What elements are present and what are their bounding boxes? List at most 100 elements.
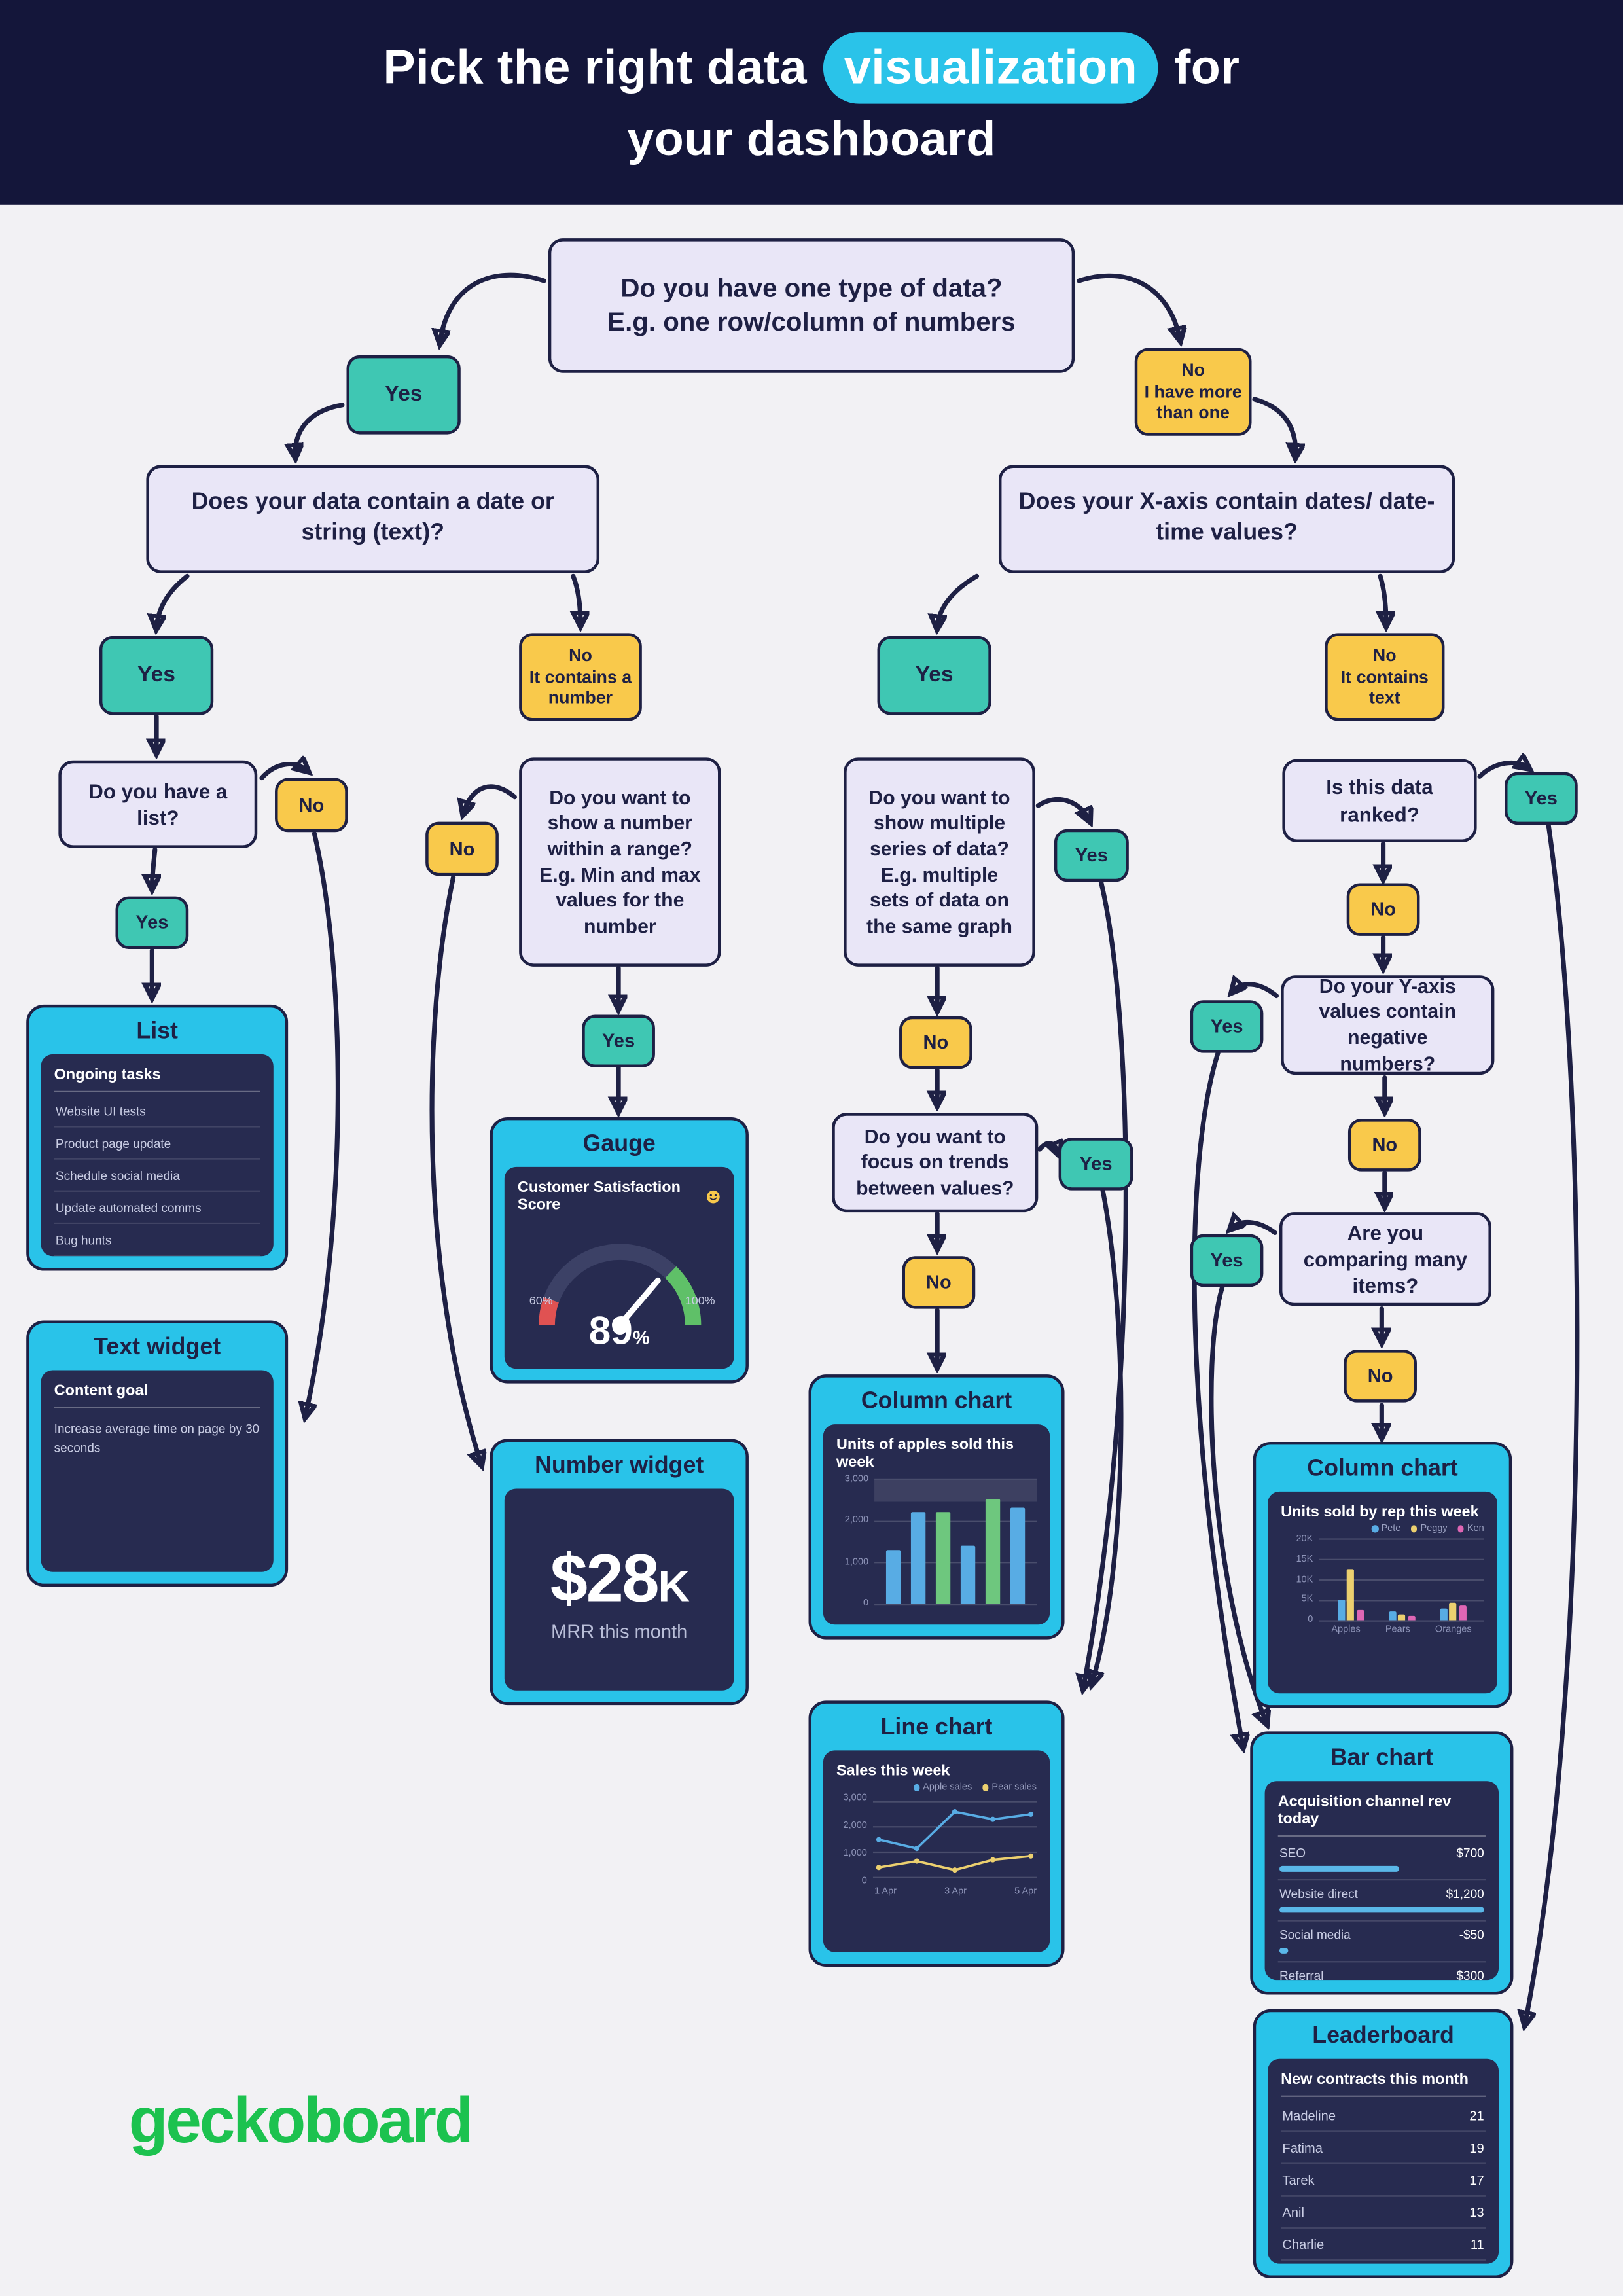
column-chart-2-title: Column chart (1307, 1456, 1458, 1482)
answer-yes-xaxis-dates-label: Yes (915, 662, 954, 688)
title-pre: Pick the right data (383, 39, 821, 94)
gauge-widget: Gauge Customer Satisfaction Score (490, 1117, 749, 1384)
number-widget: Number widget $28K MRR this month (490, 1439, 749, 1706)
answer-no-trends: No (902, 1256, 976, 1309)
gauge-value: 89% (518, 1309, 721, 1354)
question-comparing-items: Are you comparing many items? (1279, 1212, 1491, 1306)
title-post: for (1160, 39, 1240, 94)
question-xaxis-dates-label: Does your X-axis contain dates/ date-tim… (1018, 490, 1435, 546)
column-chart-1-heading: Units of apples sold this week (836, 1436, 1014, 1471)
number-value: $28 (550, 1539, 660, 1615)
header-banner: Pick the right data visualization for yo… (0, 0, 1623, 205)
gauge-max-label: 100% (685, 1294, 715, 1308)
column-chart-widget-2: Column chart Units sold by rep this week… (1253, 1441, 1512, 1708)
question-one-type-of-data: Do you have one type of data? E.g. one r… (548, 238, 1075, 373)
answer-yes-list: Yes (115, 896, 189, 950)
answer-no-multiple-series-label: No (923, 1031, 949, 1054)
answer-no-trends-label: No (926, 1270, 952, 1293)
answer-yes-trends-label: Yes (1079, 1153, 1113, 1175)
list-widget-title: List (136, 1019, 178, 1045)
question-one-type-of-data-label: Do you have one type of data? E.g. one r… (607, 272, 1016, 336)
answer-yes-negative-label: Yes (1210, 1015, 1243, 1037)
line-chart-title: Line chart (880, 1715, 993, 1740)
bar-chart-widget: Bar chart Acquisition channel rev today … (1250, 1731, 1514, 1995)
gauge-widget-panel: Customer Satisfaction Score 60% 100 (504, 1166, 734, 1369)
text-widget-heading: Content goal (54, 1382, 260, 1408)
gauge-arc (538, 1244, 701, 1333)
answer-no-negative-label: No (1372, 1133, 1398, 1156)
answer-yes-date-string-label: Yes (137, 662, 175, 688)
answer-yes-xaxis-dates: Yes (877, 636, 991, 715)
answer-no-list-label: No (298, 793, 325, 816)
question-multiple-series-label: Do you want to show multiple series of d… (866, 786, 1012, 937)
number-widget-content: $28K MRR this month (518, 1500, 721, 1679)
title-highlight: visualization (823, 32, 1158, 104)
answer-yes-multiple-series-label: Yes (1075, 844, 1108, 867)
gauge-value-unit: % (632, 1326, 650, 1348)
answer-yes-range: Yes (582, 1014, 655, 1067)
number-widget-label: MRR this month (551, 1619, 688, 1641)
answer-yes-range-label: Yes (602, 1030, 635, 1052)
page-title-line1: Pick the right data visualization for (383, 32, 1240, 104)
gauge-widget-title: Gauge (582, 1132, 656, 1157)
gauge-heading-text: Customer Satisfaction Score (517, 1178, 681, 1214)
question-focus-trends: Do you want to focus on trends between v… (832, 1113, 1039, 1213)
answer-no-range-label: No (449, 837, 475, 860)
question-comparing-items-label: Are you comparing many items? (1303, 1220, 1468, 1297)
gauge-dial: 60% 100% 89% (518, 1213, 721, 1357)
column-chart-1-plot (874, 1478, 1037, 1606)
number-widget-title: Number widget (535, 1453, 704, 1479)
geckoboard-logo: geckoboard (128, 2085, 474, 2157)
answer-no-range: No (425, 821, 499, 876)
answer-no-contains-number-label: No It contains a number (529, 645, 632, 708)
question-number-range: Do you want to show a number within a ra… (519, 757, 721, 967)
answer-yes-ranked-label: Yes (1524, 787, 1558, 809)
answer-no-more-than-one: No I have more than one (1134, 348, 1252, 436)
answer-no-ranked: No (1346, 883, 1420, 936)
smiley-icon (707, 1189, 721, 1203)
question-have-a-list: Do you have a list? (58, 760, 258, 848)
column-chart-1-title: Column chart (861, 1389, 1012, 1414)
answer-no-list: No (275, 778, 348, 833)
question-negative-numbers: Do your Y-axis values contain negative n… (1281, 975, 1495, 1075)
answer-yes-multiple-series: Yes (1054, 829, 1129, 882)
line-chart-heading: Sales this week (836, 1762, 950, 1780)
bar-chart-title: Bar chart (1330, 1746, 1433, 1771)
answer-no-more-than-one-label: No I have more than one (1144, 360, 1242, 423)
answer-no-comparing: No (1344, 1350, 1417, 1403)
answer-yes-one-type-label: Yes (384, 382, 423, 407)
bar-chart-heading: Acquisition channel rev today (1277, 1793, 1486, 1837)
leaderboard-title: Leaderboard (1312, 2024, 1454, 2049)
leaderboard-widget: Leaderboard New contracts this month Mad… (1253, 2009, 1514, 2278)
question-date-or-string-label: Does your data contain a date or string … (191, 490, 554, 546)
line-chart-plot (872, 1797, 1037, 1882)
answer-no-contains-text-label: No It contains text (1340, 645, 1429, 708)
question-data-ranked-label: Is this data ranked? (1326, 775, 1433, 826)
answer-yes-comparing: Yes (1190, 1234, 1264, 1287)
answer-no-multiple-series: No (899, 1016, 972, 1069)
question-have-a-list-label: Do you have a list? (88, 779, 228, 829)
column-chart-2-plot (1319, 1538, 1484, 1622)
gauge-widget-heading: Customer Satisfaction Score (517, 1178, 721, 1214)
answer-yes-comparing-label: Yes (1210, 1249, 1243, 1271)
answer-yes-ranked: Yes (1505, 772, 1578, 825)
answer-no-contains-text: No It contains text (1325, 633, 1445, 721)
answer-no-comparing-label: No (1367, 1364, 1393, 1387)
